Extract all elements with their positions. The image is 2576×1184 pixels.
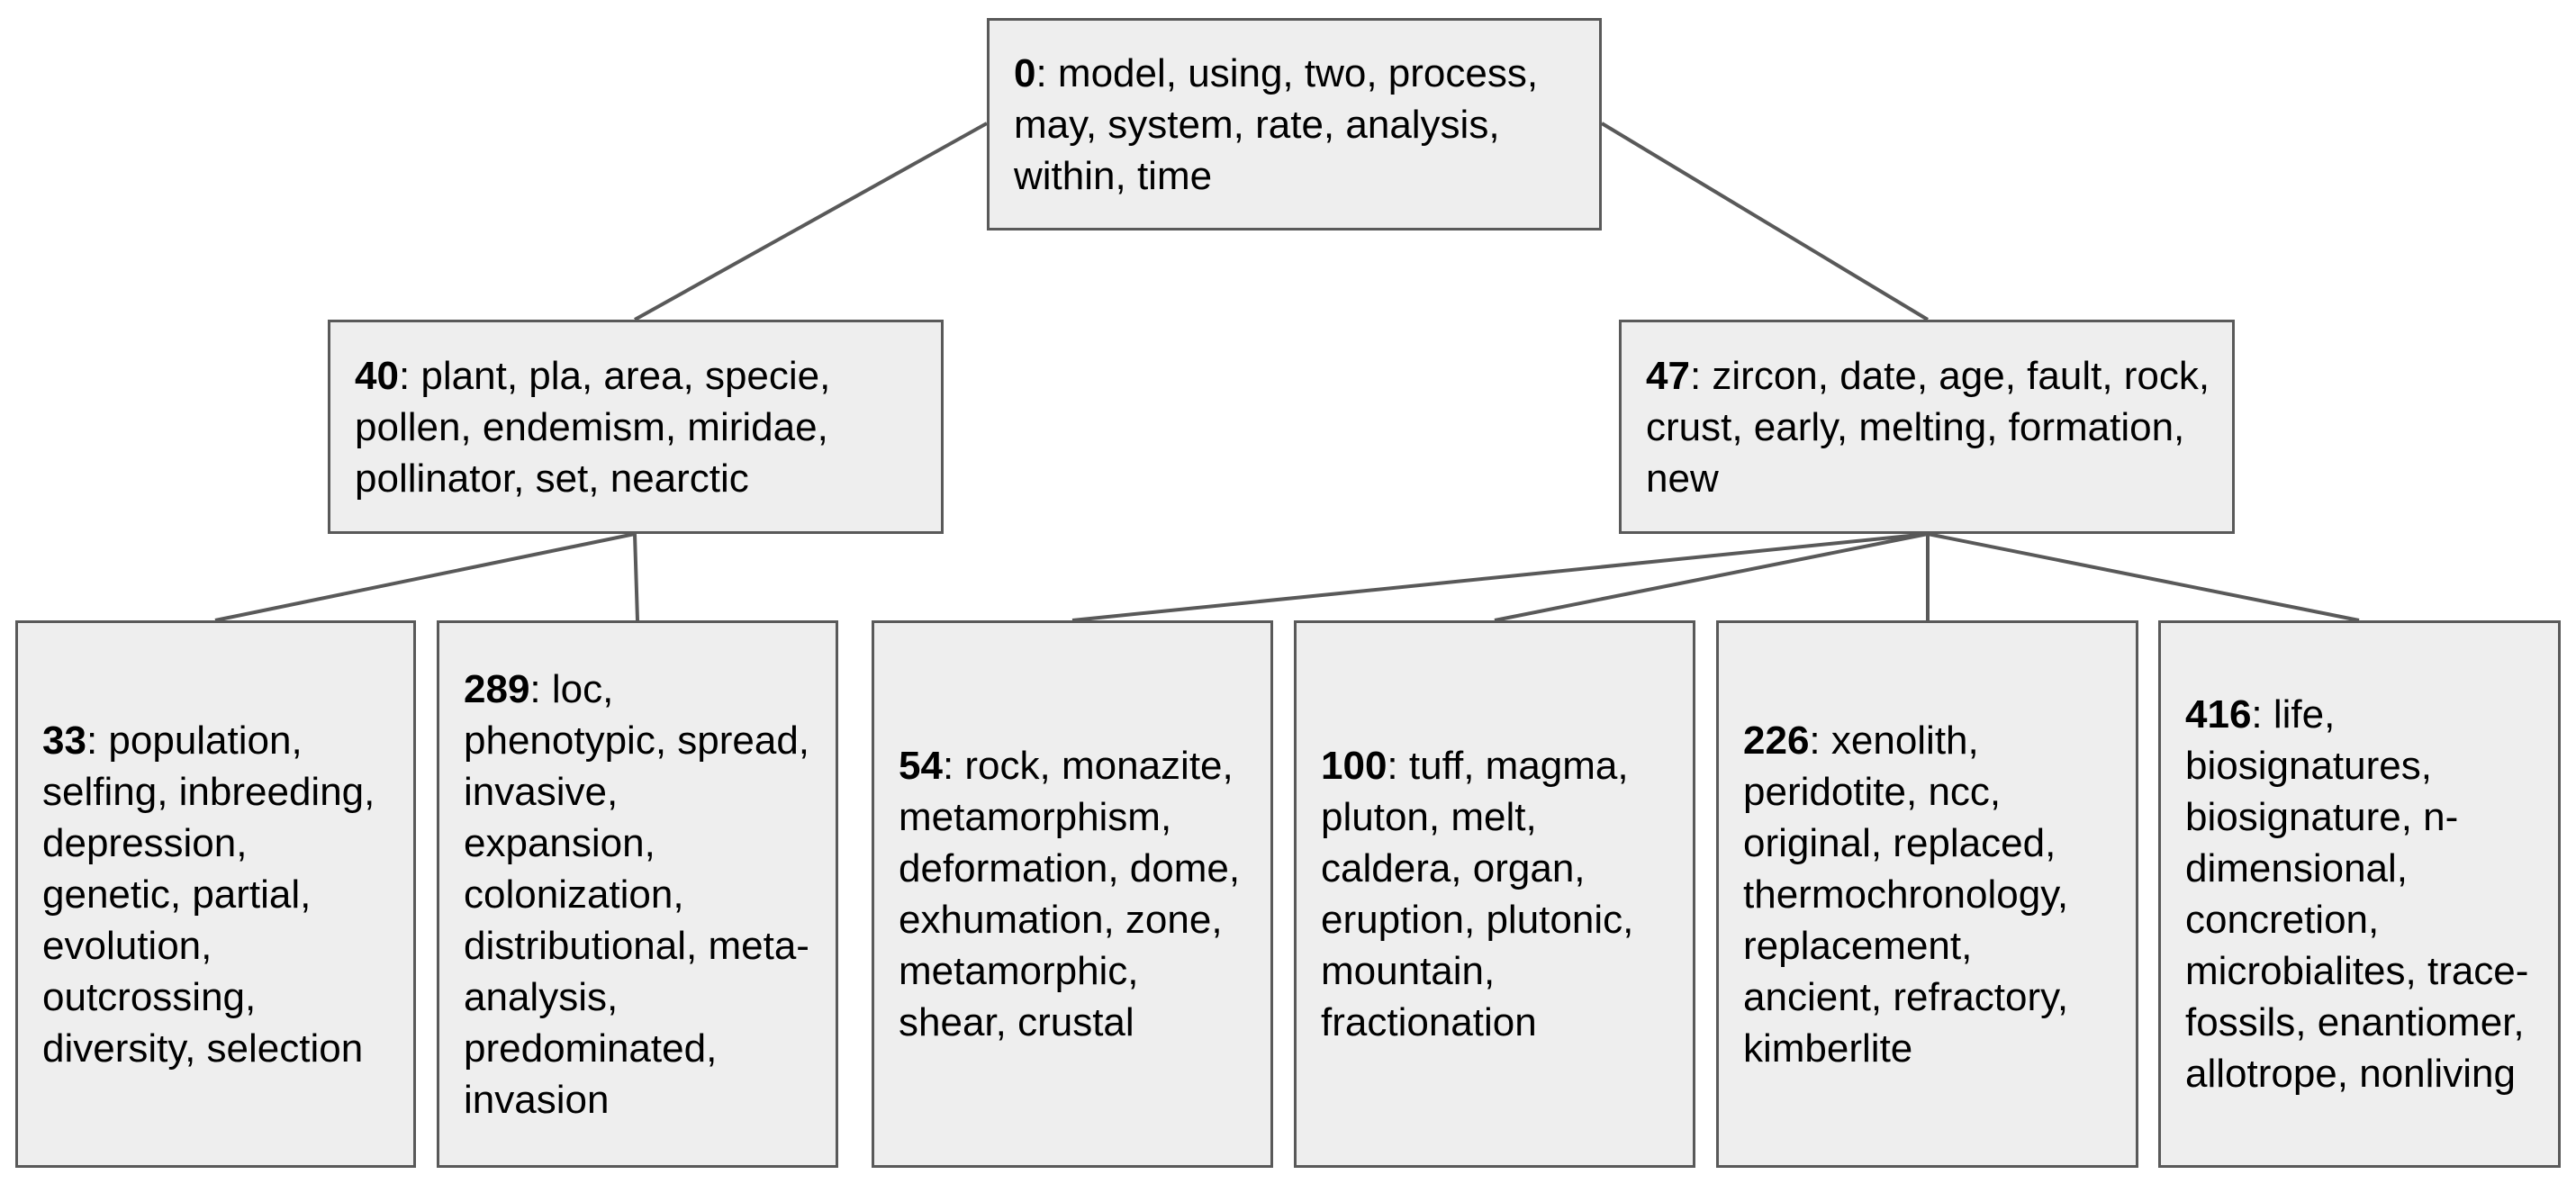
topic-node-47: 47: zircon, date, age, fault, rock, crus… (1619, 320, 2235, 534)
edge-40-33 (214, 532, 636, 622)
topic-id: 33 (42, 718, 86, 763)
topic-node-100-text: 100: tuff, magma, pluton, melt, caldera,… (1321, 740, 1671, 1048)
topic-node-40-text: 40: plant, pla, area, specie, pollen, en… (355, 350, 919, 504)
topic-node-54: 54: rock, monazite, metamorphism, deform… (872, 620, 1273, 1168)
topic-terms: : zircon, date, age, fault, rock, crust,… (1646, 353, 2210, 501)
topic-id: 416 (2185, 692, 2252, 737)
topic-node-40: 40: plant, pla, area, specie, pollen, en… (328, 320, 944, 534)
topic-id: 226 (1743, 718, 1810, 763)
edge-47-416 (1927, 532, 2360, 622)
edge-0-47 (1600, 122, 1930, 321)
topic-terms: : population, selfing, inbreeding, depre… (42, 718, 375, 1071)
topic-terms: : loc, phenotypic, spread, invasive, exp… (464, 666, 810, 1122)
topic-node-100: 100: tuff, magma, pluton, melt, caldera,… (1294, 620, 1695, 1168)
topic-node-33-text: 33: population, selfing, inbreeding, dep… (42, 715, 392, 1074)
topic-node-47-text: 47: zircon, date, age, fault, rock, crus… (1646, 350, 2210, 504)
edge-0-40 (634, 122, 988, 321)
topic-terms: : xenolith, peridotite, ncc, original, r… (1743, 718, 2069, 1071)
topic-id: 47 (1646, 353, 1690, 398)
edge-40-289 (633, 533, 639, 621)
topic-terms: : plant, pla, area, specie, pollen, ende… (355, 353, 831, 501)
topic-terms: : model, using, two, process, may, syste… (1014, 50, 1539, 198)
topic-node-226-text: 226: xenolith, peridotite, ncc, original… (1743, 715, 2114, 1074)
topic-id: 54 (899, 744, 943, 788)
topic-node-289-text: 289: loc, phenotypic, spread, invasive, … (464, 664, 814, 1125)
topic-node-226: 226: xenolith, peridotite, ncc, original… (1716, 620, 2138, 1168)
topic-id: 0 (1014, 50, 1036, 95)
topic-node-289: 289: loc, phenotypic, spread, invasive, … (437, 620, 838, 1168)
topic-node-54-text: 54: rock, monazite, metamorphism, deform… (899, 740, 1249, 1048)
topic-node-33: 33: population, selfing, inbreeding, dep… (15, 620, 416, 1168)
edge-47-100 (1494, 532, 1929, 622)
topic-terms: : life, biosignatures, biosignature, n-d… (2185, 692, 2529, 1096)
topic-id: 289 (464, 666, 530, 711)
topic-node-416-text: 416: life, biosignatures, biosignature, … (2185, 689, 2536, 1099)
topic-terms: : rock, monazite, metamorphism, deformat… (899, 744, 1241, 1044)
topic-node-0: 0: model, using, two, process, may, syst… (987, 18, 1602, 230)
edge-47-54 (1071, 532, 1929, 622)
topic-node-0-text: 0: model, using, two, process, may, syst… (1014, 48, 1577, 202)
topic-id: 100 (1321, 744, 1387, 788)
topic-id: 40 (355, 353, 399, 398)
topic-terms: : tuff, magma, pluton, melt, caldera, or… (1321, 744, 1634, 1044)
topic-node-416: 416: life, biosignatures, biosignature, … (2158, 620, 2561, 1168)
